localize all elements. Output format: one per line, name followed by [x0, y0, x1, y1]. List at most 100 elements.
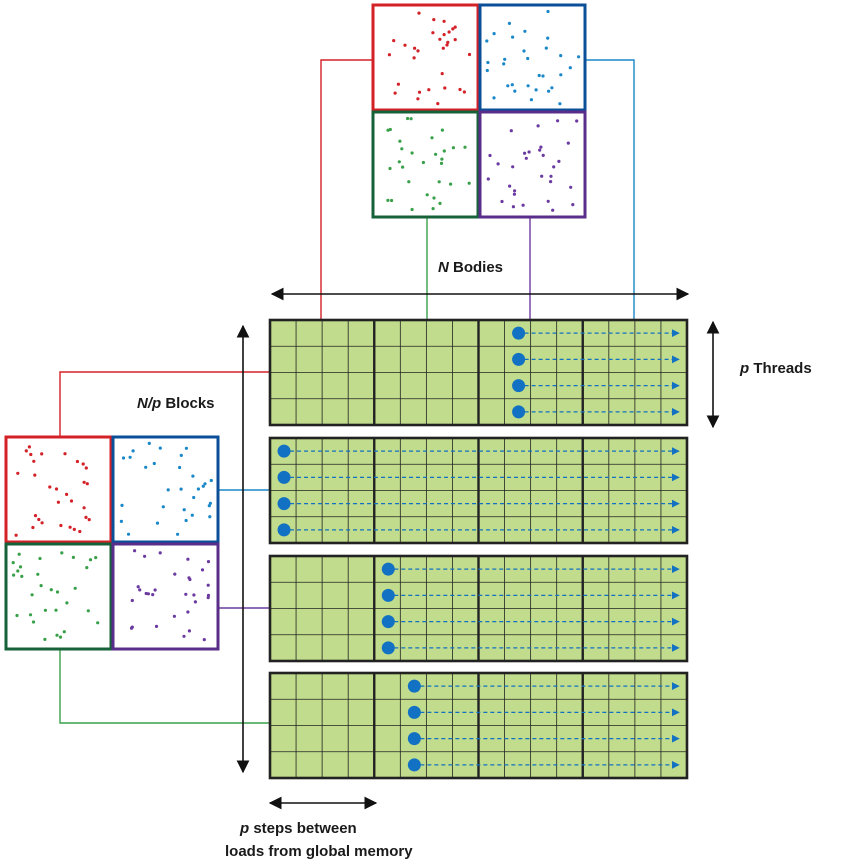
thread-dot: [512, 352, 526, 366]
left-tile-purple-frame: [111, 542, 220, 651]
body-point: [126, 532, 131, 536]
body-point: [202, 638, 206, 642]
body-point: [529, 98, 534, 102]
threads-label: p Threads: [739, 360, 812, 377]
body-point: [440, 128, 444, 132]
body-point: [410, 207, 414, 212]
body-point: [16, 471, 20, 475]
body-point: [56, 500, 61, 504]
body-point: [20, 574, 24, 579]
body-point: [431, 31, 435, 35]
connector-red-top: [320, 59, 372, 320]
body-point: [568, 66, 572, 70]
body-point: [63, 452, 67, 456]
body-point: [539, 145, 543, 149]
grid-block-4: [268, 671, 689, 780]
left-tile-blue: [111, 435, 220, 544]
body-point: [15, 613, 19, 618]
grid-frame: [268, 671, 689, 780]
body-point: [538, 148, 542, 152]
body-point: [85, 566, 89, 570]
body-point: [513, 189, 517, 193]
body-point: [558, 102, 562, 106]
thread-dot: [407, 705, 421, 719]
body-point: [120, 503, 124, 507]
body-point: [193, 600, 197, 604]
body-point: [17, 552, 21, 556]
grid-frame: [268, 554, 689, 663]
body-point: [524, 156, 528, 160]
body-point: [407, 180, 411, 184]
body-point: [144, 465, 148, 469]
body-point: [544, 46, 548, 50]
body-point: [390, 198, 394, 203]
body-point: [508, 184, 512, 188]
body-point: [86, 609, 90, 613]
body-point: [69, 499, 74, 503]
top-body-tiles: [371, 3, 587, 219]
body-point: [130, 598, 134, 603]
body-point: [431, 207, 435, 211]
body-point: [190, 513, 194, 517]
body-point: [441, 46, 445, 50]
body-point: [436, 102, 440, 106]
body-point: [546, 9, 550, 14]
body-point: [155, 521, 160, 525]
body-point: [406, 116, 410, 121]
body-point: [410, 151, 414, 155]
body-point: [412, 56, 416, 60]
left-tile-purple: [111, 542, 220, 651]
thread-dot: [512, 326, 526, 340]
body-point: [38, 556, 42, 561]
body-point: [184, 592, 188, 596]
body-point: [527, 150, 531, 154]
body-point: [566, 141, 570, 145]
body-point: [534, 88, 538, 92]
body-point: [179, 487, 183, 491]
body-point: [550, 86, 554, 90]
body-point: [443, 86, 447, 90]
body-point: [502, 62, 506, 66]
thread-dot: [407, 732, 421, 746]
body-point: [188, 577, 192, 582]
body-point: [438, 37, 442, 41]
thread-dot: [381, 562, 395, 576]
body-point: [442, 149, 446, 153]
body-point: [386, 198, 390, 202]
body-point: [509, 129, 513, 133]
body-point: [571, 203, 575, 207]
body-point: [62, 630, 66, 634]
body-point: [467, 181, 471, 185]
body-point: [507, 21, 511, 25]
body-point: [206, 583, 210, 587]
body-point: [541, 74, 545, 78]
body-point: [206, 560, 211, 564]
body-point: [203, 482, 207, 486]
body-point: [29, 452, 33, 457]
body-point: [462, 90, 466, 94]
body-point: [73, 586, 77, 590]
body-point: [432, 196, 436, 200]
body-point: [58, 635, 63, 639]
body-point: [397, 160, 401, 164]
connector-blue-top: [585, 59, 635, 320]
body-point: [451, 27, 455, 31]
body-point: [449, 182, 453, 186]
body-point: [439, 161, 444, 165]
body-point: [510, 83, 514, 87]
body-point: [88, 558, 93, 562]
body-point: [492, 31, 496, 36]
body-point: [453, 25, 457, 29]
body-point: [401, 165, 405, 169]
body-point: [133, 549, 137, 553]
body-point: [182, 634, 186, 638]
body-point: [196, 487, 200, 491]
thread-dot: [407, 679, 421, 693]
body-point: [427, 88, 431, 92]
grid-block-1: [268, 318, 689, 427]
body-point: [184, 446, 188, 450]
body-point: [442, 19, 446, 23]
body-point: [147, 441, 151, 445]
body-point: [416, 97, 420, 101]
